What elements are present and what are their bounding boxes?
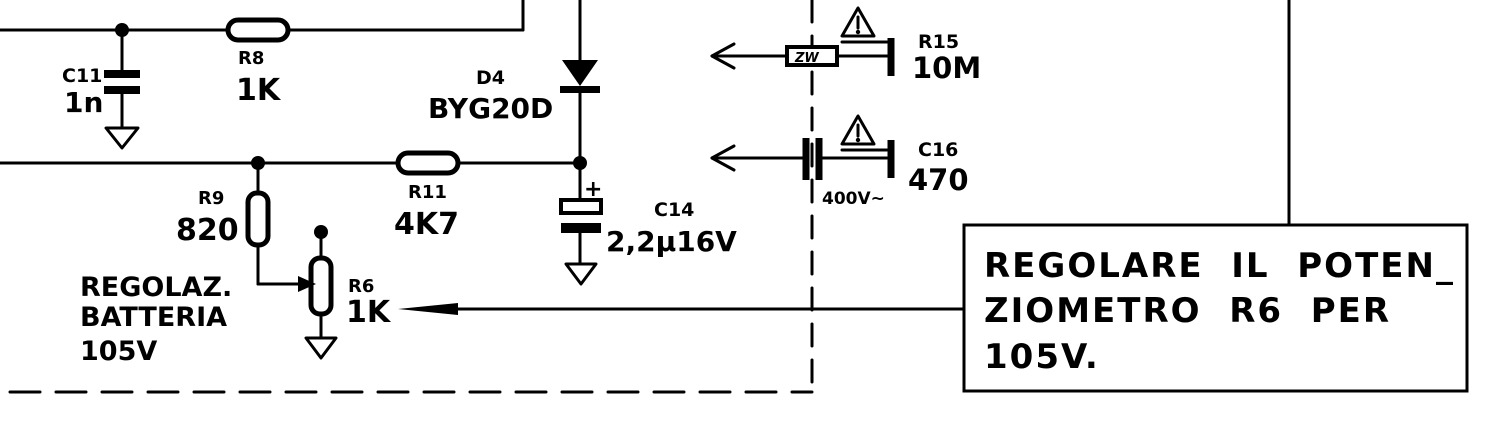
resistor-r15-branch: ZW R15 10M	[710, 31, 981, 85]
adjustment-note-box: REGOLARE IL POTEN_ ZIOMETRO R6 PER 105V.	[962, 223, 1469, 393]
r15-body-marking: ZW	[794, 51, 819, 66]
note-line-1: REGOLARE IL POTEN_	[984, 246, 1455, 286]
r11-value: 4K7	[394, 207, 459, 242]
c14-ref: C14	[654, 199, 694, 221]
c16-ref: C16	[918, 139, 958, 161]
r6-value: 1K	[346, 295, 392, 330]
note-pointer-arrow	[398, 303, 966, 315]
r9-value: 820	[176, 213, 239, 248]
d4-value: BYG20D	[428, 92, 553, 125]
c16-rating: 400V~	[822, 189, 885, 209]
warning-icon	[840, 6, 889, 44]
r15-value: 10M	[912, 51, 981, 85]
r8-ref: R8	[238, 48, 264, 69]
potentiometer-r6: R6 1K	[298, 225, 392, 360]
c11-value: 1n	[64, 86, 103, 119]
battery-label-line-3: 105V	[80, 336, 157, 367]
note-line-2: ZIOMETRO R6 PER	[984, 291, 1391, 331]
r8-value: 1K	[236, 73, 282, 108]
capacitor-c16-branch: 400V~ C16 470	[710, 138, 969, 209]
battery-label-line-2: BATTERIA	[80, 302, 227, 333]
board-outline	[8, 0, 814, 394]
battery-adjust-label: REGOLAZ. BATTERIA 105V	[80, 272, 232, 367]
capacitor-c14: + C14 2,2µ16V	[559, 161, 737, 286]
resistor-r9: R9 820	[176, 161, 306, 286]
warning-icon	[840, 114, 889, 152]
wiper-arrow	[298, 276, 316, 292]
diode-d4: D4 BYG20D	[428, 0, 600, 165]
resistor-r11: R11 4K7	[394, 150, 461, 242]
ground-symbol	[564, 262, 598, 286]
r15-ref: R15	[918, 31, 959, 53]
ground-symbol	[304, 336, 338, 360]
capacitor-c11: C11 1n	[62, 28, 140, 150]
c11-ref: C11	[62, 65, 102, 87]
middle-wire	[0, 156, 587, 170]
c16-value: 470	[908, 163, 969, 197]
resistor-r8: R8 1K	[225, 17, 291, 108]
top-wire	[0, 0, 525, 37]
r6-ref: R6	[348, 276, 374, 297]
c14-value: 2,2µ16V	[606, 225, 737, 258]
c14-polarity: +	[584, 177, 602, 202]
r11-ref: R11	[408, 182, 447, 203]
d4-ref: D4	[476, 67, 505, 89]
note-line-3: 105V.	[984, 337, 1100, 377]
ground-symbol	[104, 126, 140, 150]
battery-label-line-1: REGOLAZ.	[80, 272, 232, 303]
r9-ref: R9	[198, 188, 224, 209]
